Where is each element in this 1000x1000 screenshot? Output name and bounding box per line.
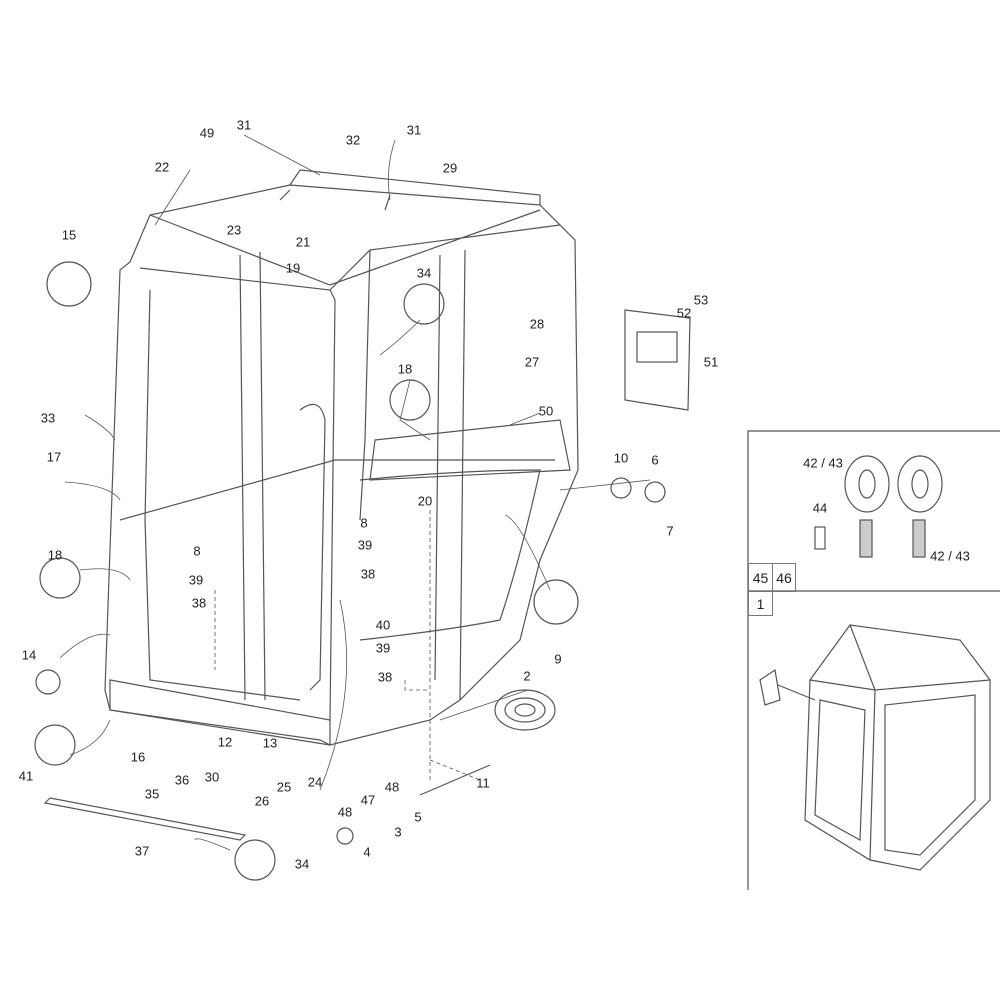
- part-label[interactable]: 39: [357, 537, 373, 553]
- part-label[interactable]: 15: [61, 227, 77, 243]
- part-label[interactable]: 40: [375, 617, 391, 633]
- part-label[interactable]: 17: [46, 449, 62, 465]
- part-label[interactable]: 25: [276, 779, 292, 795]
- part-label[interactable]: 38: [191, 595, 207, 611]
- part-label[interactable]: 33: [40, 410, 56, 426]
- eye-bolt-icon: [814, 455, 943, 558]
- part-label[interactable]: 8: [193, 543, 201, 559]
- part-label[interactable]: 28: [529, 316, 545, 332]
- part-label[interactable]: 51: [703, 354, 719, 370]
- part-label[interactable]: 53: [693, 292, 709, 308]
- inset-cell-1[interactable]: 1: [748, 591, 773, 616]
- part-label[interactable]: 39: [188, 572, 204, 588]
- part-label[interactable]: 47: [360, 792, 376, 808]
- part-label[interactable]: 18: [47, 547, 63, 563]
- part-label[interactable]: 27: [524, 354, 540, 370]
- part-label[interactable]: 30: [204, 769, 220, 785]
- cab-overview-icon: [759, 624, 991, 871]
- part-label[interactable]: 48: [337, 804, 353, 820]
- part-label[interactable]: 37: [134, 843, 150, 859]
- part-label[interactable]: 31: [236, 117, 252, 133]
- part-label[interactable]: 16: [130, 749, 146, 765]
- part-label[interactable]: 29: [442, 160, 458, 176]
- part-label[interactable]: 32: [345, 132, 361, 148]
- part-label[interactable]: 14: [21, 647, 37, 663]
- part-label[interactable]: 22: [154, 159, 170, 175]
- leader-lines: [59, 134, 651, 851]
- part-label[interactable]: 38: [360, 566, 376, 582]
- part-label[interactable]: 48: [384, 779, 400, 795]
- part-label[interactable]: 2: [523, 668, 531, 684]
- part-label[interactable]: 26: [254, 793, 270, 809]
- part-label[interactable]: 19: [285, 260, 301, 276]
- part-label[interactable]: 21: [295, 234, 311, 250]
- rod-icon: [419, 764, 491, 796]
- part-label[interactable]: 52: [676, 305, 692, 321]
- part-label[interactable]: 50: [538, 403, 554, 419]
- part-label[interactable]: 49: [199, 125, 215, 141]
- inset-border: [747, 430, 1000, 890]
- part-label[interactable]: 9: [554, 651, 562, 667]
- part-label[interactable]: 12: [217, 734, 233, 750]
- part-label[interactable]: 7: [666, 523, 674, 539]
- part-label[interactable]: 20: [417, 493, 433, 509]
- part-label[interactable]: 13: [262, 735, 278, 751]
- part-label[interactable]: 4: [363, 844, 371, 860]
- part-label[interactable]: 41: [18, 768, 34, 784]
- part-label[interactable]: 34: [294, 856, 310, 872]
- part-label[interactable]: 31: [406, 122, 422, 138]
- part-label[interactable]: 35: [144, 786, 160, 802]
- part-label[interactable]: 38: [377, 669, 393, 685]
- part-label[interactable]: 39: [375, 640, 391, 656]
- part-label[interactable]: 44: [812, 500, 828, 516]
- part-label[interactable]: 10: [613, 450, 629, 466]
- inset-cell-46[interactable]: 46: [772, 563, 796, 592]
- part-label[interactable]: 34: [416, 265, 432, 281]
- part-label[interactable]: 42 / 43: [803, 455, 843, 471]
- document-holder-icon: [624, 309, 691, 411]
- detail-circles: [34, 261, 666, 881]
- part-label[interactable]: 42 / 43: [930, 548, 970, 564]
- part-label[interactable]: 18: [397, 361, 413, 377]
- part-label[interactable]: 36: [174, 772, 190, 788]
- part-label[interactable]: 8: [360, 515, 368, 531]
- part-label[interactable]: 3: [394, 824, 402, 840]
- seal-roll-icon: [494, 689, 556, 731]
- inset-cell-45[interactable]: 45: [748, 563, 773, 592]
- cab-frame: [104, 169, 579, 746]
- part-label[interactable]: 11: [476, 775, 490, 791]
- part-label[interactable]: 6: [651, 452, 659, 468]
- part-label[interactable]: 23: [226, 222, 242, 238]
- part-label[interactable]: 24: [307, 774, 323, 790]
- strip-icon: [43, 797, 247, 841]
- part-label[interactable]: 5: [414, 809, 422, 825]
